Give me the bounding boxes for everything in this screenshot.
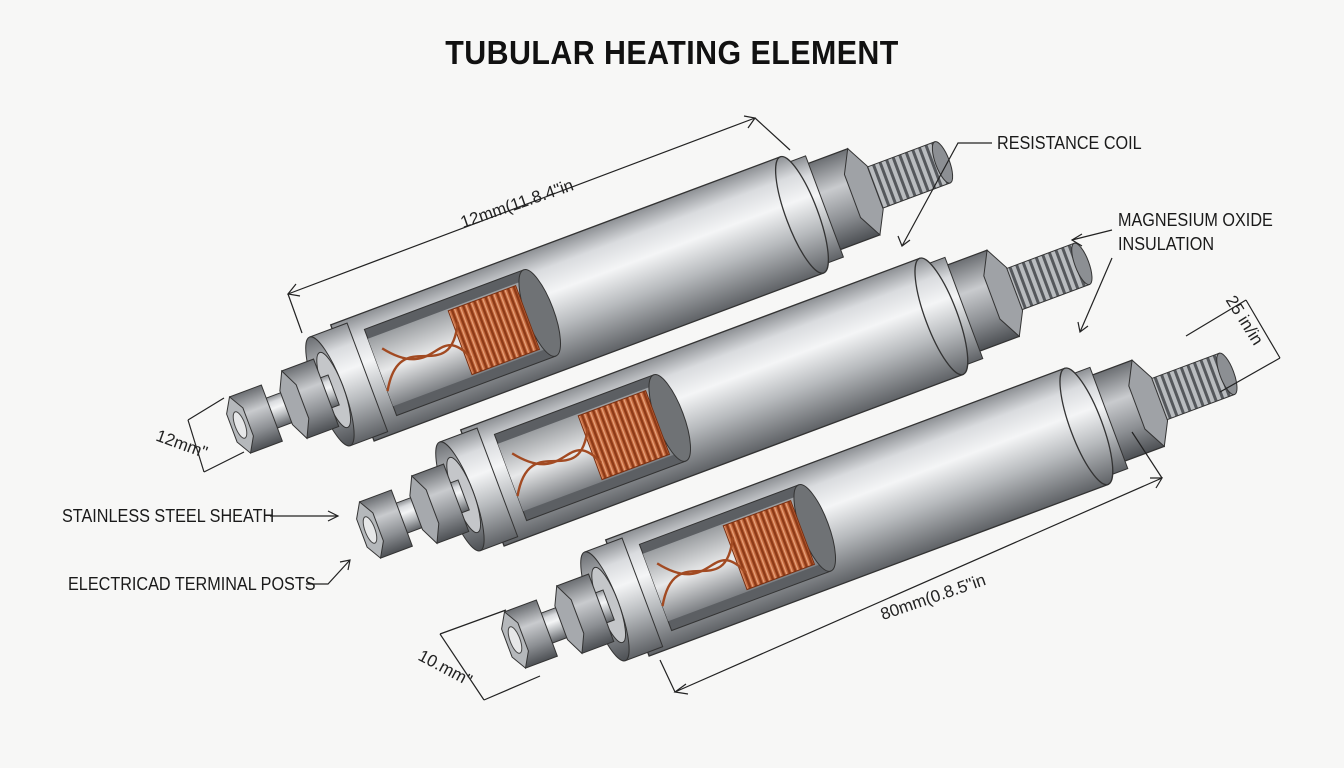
terminal-hole (507, 626, 523, 654)
left-nut-face (409, 474, 440, 545)
label-insulation-line1: MAGNESIUM OXIDE (1118, 210, 1273, 230)
right-nut-face (843, 147, 884, 236)
leader-lines (187, 115, 1281, 701)
label-terminal-posts: ELECTRICAD TERMINAL POSTS (68, 574, 316, 594)
sheath-end (914, 257, 969, 376)
sheath-end (774, 155, 830, 274)
diagram-title: TUBULAR HEATING ELEMENT (445, 34, 899, 71)
heating-element-3 (501, 352, 1238, 670)
heating-element-2 (356, 242, 1093, 560)
coil-lead-wire (656, 559, 747, 576)
terminal-hole (362, 516, 378, 544)
terminal-hole (232, 411, 248, 439)
heating-element-1 (226, 141, 954, 455)
sheath-end (1059, 367, 1114, 486)
resistance-coil (447, 284, 541, 376)
right-nut-face (1128, 359, 1169, 448)
right-nut-face (983, 249, 1024, 338)
coil-lead-wire (511, 449, 602, 466)
resistance-coil (577, 389, 671, 481)
coil-lead-wire (381, 344, 472, 361)
left-nut-face (279, 369, 310, 440)
label-insulation-line2: INSULATION (1118, 234, 1215, 254)
stud-end (1216, 352, 1238, 396)
label-sheath: STAINLESS STEEL SHEATH (62, 506, 275, 526)
label-resistance-coil: RESISTANCE COIL (997, 133, 1142, 153)
resistance-coil (722, 499, 816, 591)
stud-end (1071, 242, 1093, 286)
left-nut-face (554, 584, 585, 655)
